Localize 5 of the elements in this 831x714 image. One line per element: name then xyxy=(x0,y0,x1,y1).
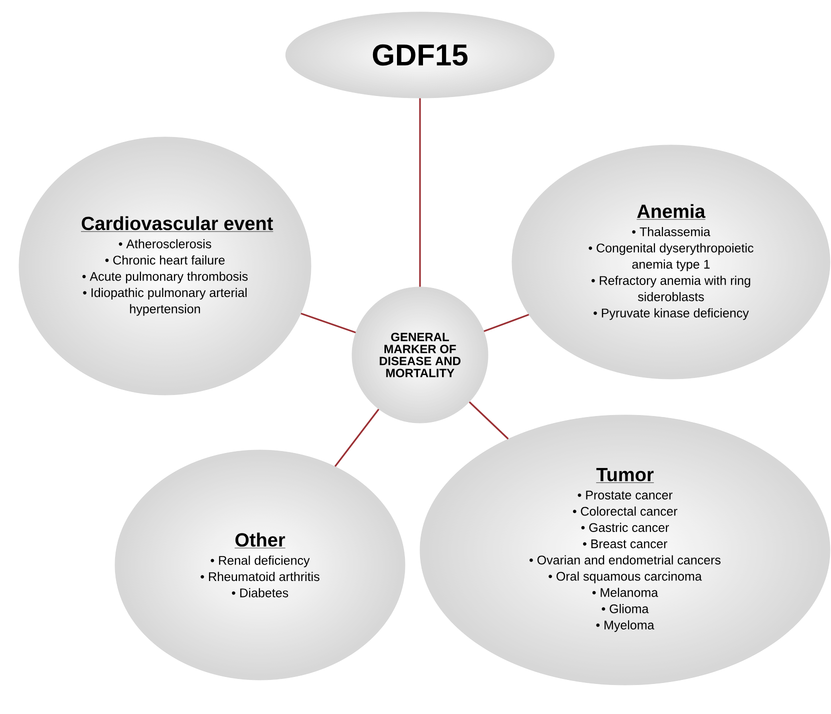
connector-line xyxy=(419,98,421,287)
connector-line xyxy=(468,401,509,440)
connector-line xyxy=(484,314,530,332)
connector-line xyxy=(300,312,356,334)
connector-line xyxy=(334,408,380,467)
